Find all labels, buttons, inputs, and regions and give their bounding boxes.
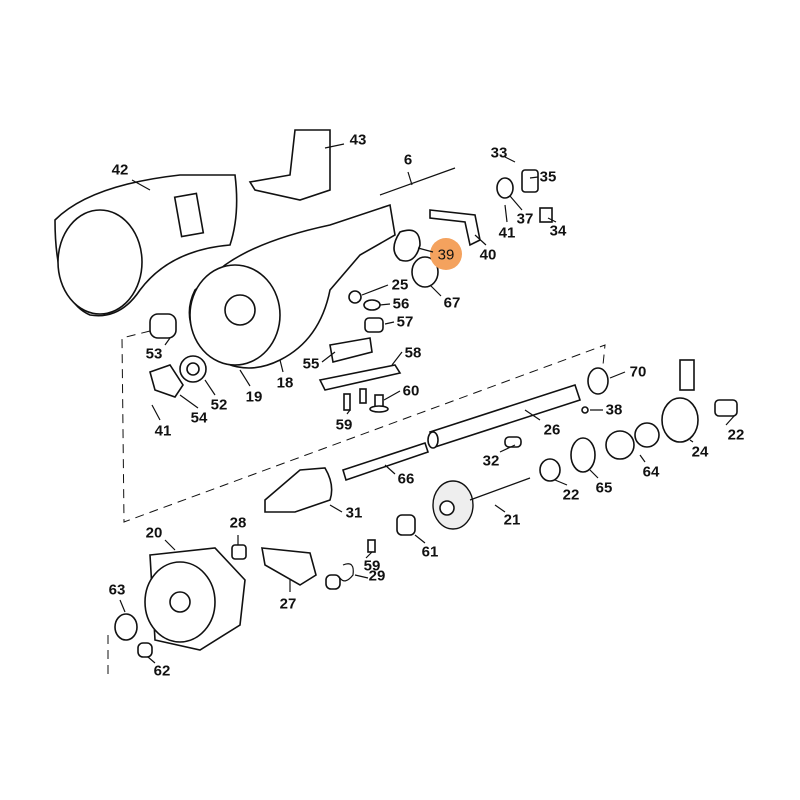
label-43[interactable]: 43 (350, 132, 367, 149)
label-37[interactable]: 37 (517, 211, 534, 228)
label-60[interactable]: 60 (403, 383, 420, 400)
part-24-gear-housing (661, 359, 699, 443)
part-6-rod (379, 167, 456, 196)
label-57[interactable]: 57 (397, 314, 414, 331)
label-24[interactable]: 24 (692, 444, 709, 461)
part-25-nut (348, 290, 362, 304)
part-59-screw (367, 539, 376, 553)
part-22-end-bushing (714, 399, 738, 417)
label-40[interactable]: 40 (480, 247, 497, 264)
leader-lines (119, 143, 736, 664)
label-34[interactable]: 34 (550, 223, 567, 240)
label-61[interactable]: 61 (422, 544, 439, 561)
part-64-bearings (605, 422, 660, 460)
part-61-sleeve (396, 514, 416, 536)
label-19[interactable]: 19 (246, 389, 263, 406)
label-18[interactable]: 18 (277, 375, 294, 392)
label-31[interactable]: 31 (346, 505, 363, 522)
part-21-gear (432, 477, 531, 530)
part-55-slider (329, 337, 373, 363)
label-26[interactable]: 26 (544, 422, 561, 439)
part-30-cap (325, 574, 341, 590)
label-59-bottom[interactable]: 59 (364, 558, 381, 575)
part-28-nut (231, 544, 247, 560)
label-25[interactable]: 25 (392, 277, 409, 294)
part-27-switch-frame (261, 547, 317, 586)
label-35[interactable]: 35 (540, 169, 557, 186)
part-37-ring (496, 177, 514, 199)
label-21[interactable]: 21 (504, 512, 521, 529)
part-52-bearing (179, 355, 207, 383)
label-67[interactable]: 67 (444, 295, 461, 312)
part-26-shaft (427, 383, 582, 449)
label-42[interactable]: 42 (112, 162, 129, 179)
label-64[interactable]: 64 (643, 464, 660, 481)
highlight-marker-39[interactable] (430, 238, 462, 270)
part-60-pin (369, 394, 389, 413)
part-42-blade-housing (54, 174, 238, 317)
part-29-clip (339, 563, 354, 582)
label-33[interactable]: 33 (491, 145, 508, 162)
part-62-cap (137, 642, 153, 658)
label-6[interactable]: 6 (404, 152, 412, 169)
label-63[interactable]: 63 (109, 582, 126, 599)
part-43-bracket (248, 129, 331, 201)
part-32-pin (504, 436, 522, 448)
label-54[interactable]: 54 (191, 410, 208, 427)
label-20[interactable]: 20 (146, 525, 163, 542)
part-35-knob (521, 169, 539, 193)
part-labels: 42 43 6 33 35 37 41 34 40 39 25 56 57 67… (109, 132, 745, 680)
label-65[interactable]: 65 (596, 480, 613, 497)
label-66[interactable]: 66 (398, 471, 415, 488)
part-38-ball (581, 406, 589, 414)
part-40-lever (429, 209, 481, 247)
label-41-top[interactable]: 41 (499, 225, 516, 242)
label-22-right[interactable]: 22 (728, 427, 745, 444)
part-34-clip (539, 207, 553, 223)
part-22-bushing (539, 458, 561, 482)
part-65-circlip (570, 437, 596, 473)
part-70-oring (587, 367, 609, 395)
part-20-motor-end (144, 547, 246, 651)
part-59-screws (343, 388, 367, 411)
part-18-motor-housing (188, 203, 396, 369)
label-62[interactable]: 62 (154, 663, 171, 680)
label-22-mid[interactable]: 22 (563, 487, 580, 504)
part-54-gasket (149, 364, 184, 398)
part-31-guide (264, 467, 333, 513)
label-32[interactable]: 32 (483, 453, 500, 470)
label-56[interactable]: 56 (393, 296, 410, 313)
part-56-washer (363, 299, 381, 311)
part-39-plunger (393, 229, 421, 262)
label-53[interactable]: 53 (146, 346, 163, 363)
label-39[interactable]: 39 (438, 247, 455, 264)
label-28[interactable]: 28 (230, 515, 247, 532)
label-59-top[interactable]: 59 (336, 417, 353, 434)
part-67-cap (411, 256, 439, 288)
label-52[interactable]: 52 (211, 397, 228, 414)
label-27[interactable]: 27 (280, 596, 297, 613)
label-55[interactable]: 55 (303, 356, 320, 373)
part-63-ring (114, 613, 138, 641)
part-53-sleeve (149, 313, 177, 339)
label-41-left[interactable]: 41 (155, 423, 172, 440)
label-70[interactable]: 70 (630, 364, 647, 381)
part-58-plate (318, 364, 402, 391)
label-38[interactable]: 38 (606, 402, 623, 419)
assembly-dashed-lines (107, 330, 606, 680)
label-58[interactable]: 58 (405, 345, 422, 362)
part-57-bushing (364, 317, 384, 333)
part-66-bar (342, 441, 430, 482)
label-29[interactable]: 29 (369, 568, 386, 585)
